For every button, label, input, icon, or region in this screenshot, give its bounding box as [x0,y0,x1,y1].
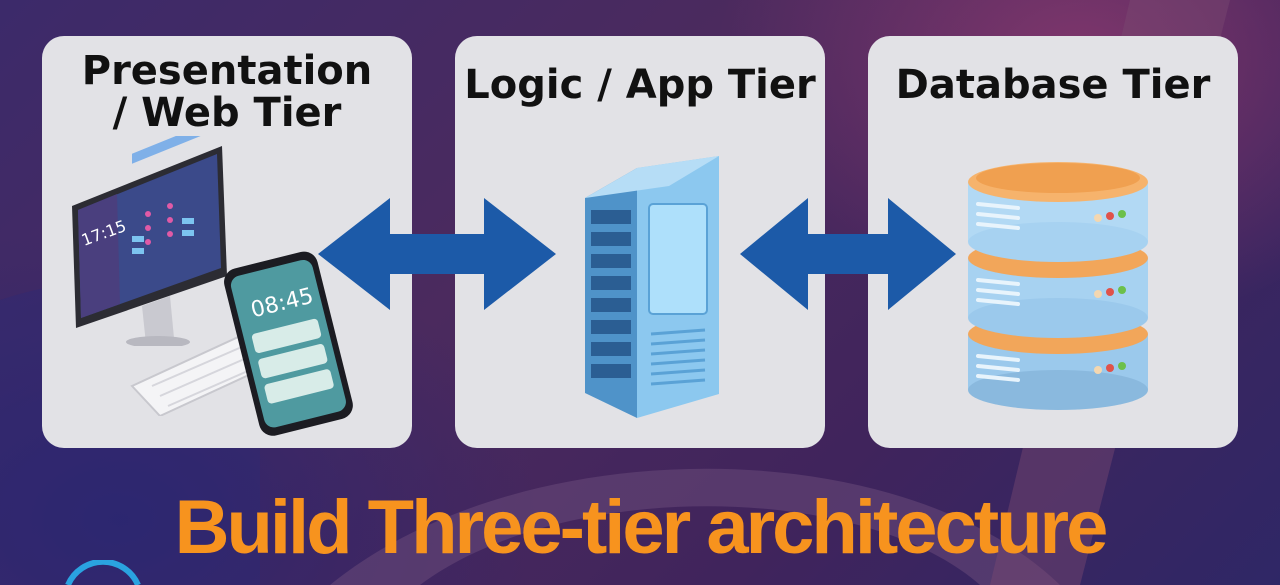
double-arrow-icon [318,198,556,310]
database-stack-icon [968,162,1148,410]
logic-tier-title: Logic / App Tier [464,62,816,108]
server-rack-icon [585,156,719,418]
desktop-computer-icon: 17:15 [72,136,227,346]
double-arrow-icon [740,198,956,310]
presentation-tier-title: Presentation / Web Tier [81,48,373,136]
logo-icon [65,560,141,585]
database-tier-title: Database Tier [895,62,1211,108]
headline: Build Three-tier architecture [174,485,1109,570]
smartphone-icon: 08:45 [224,251,353,436]
